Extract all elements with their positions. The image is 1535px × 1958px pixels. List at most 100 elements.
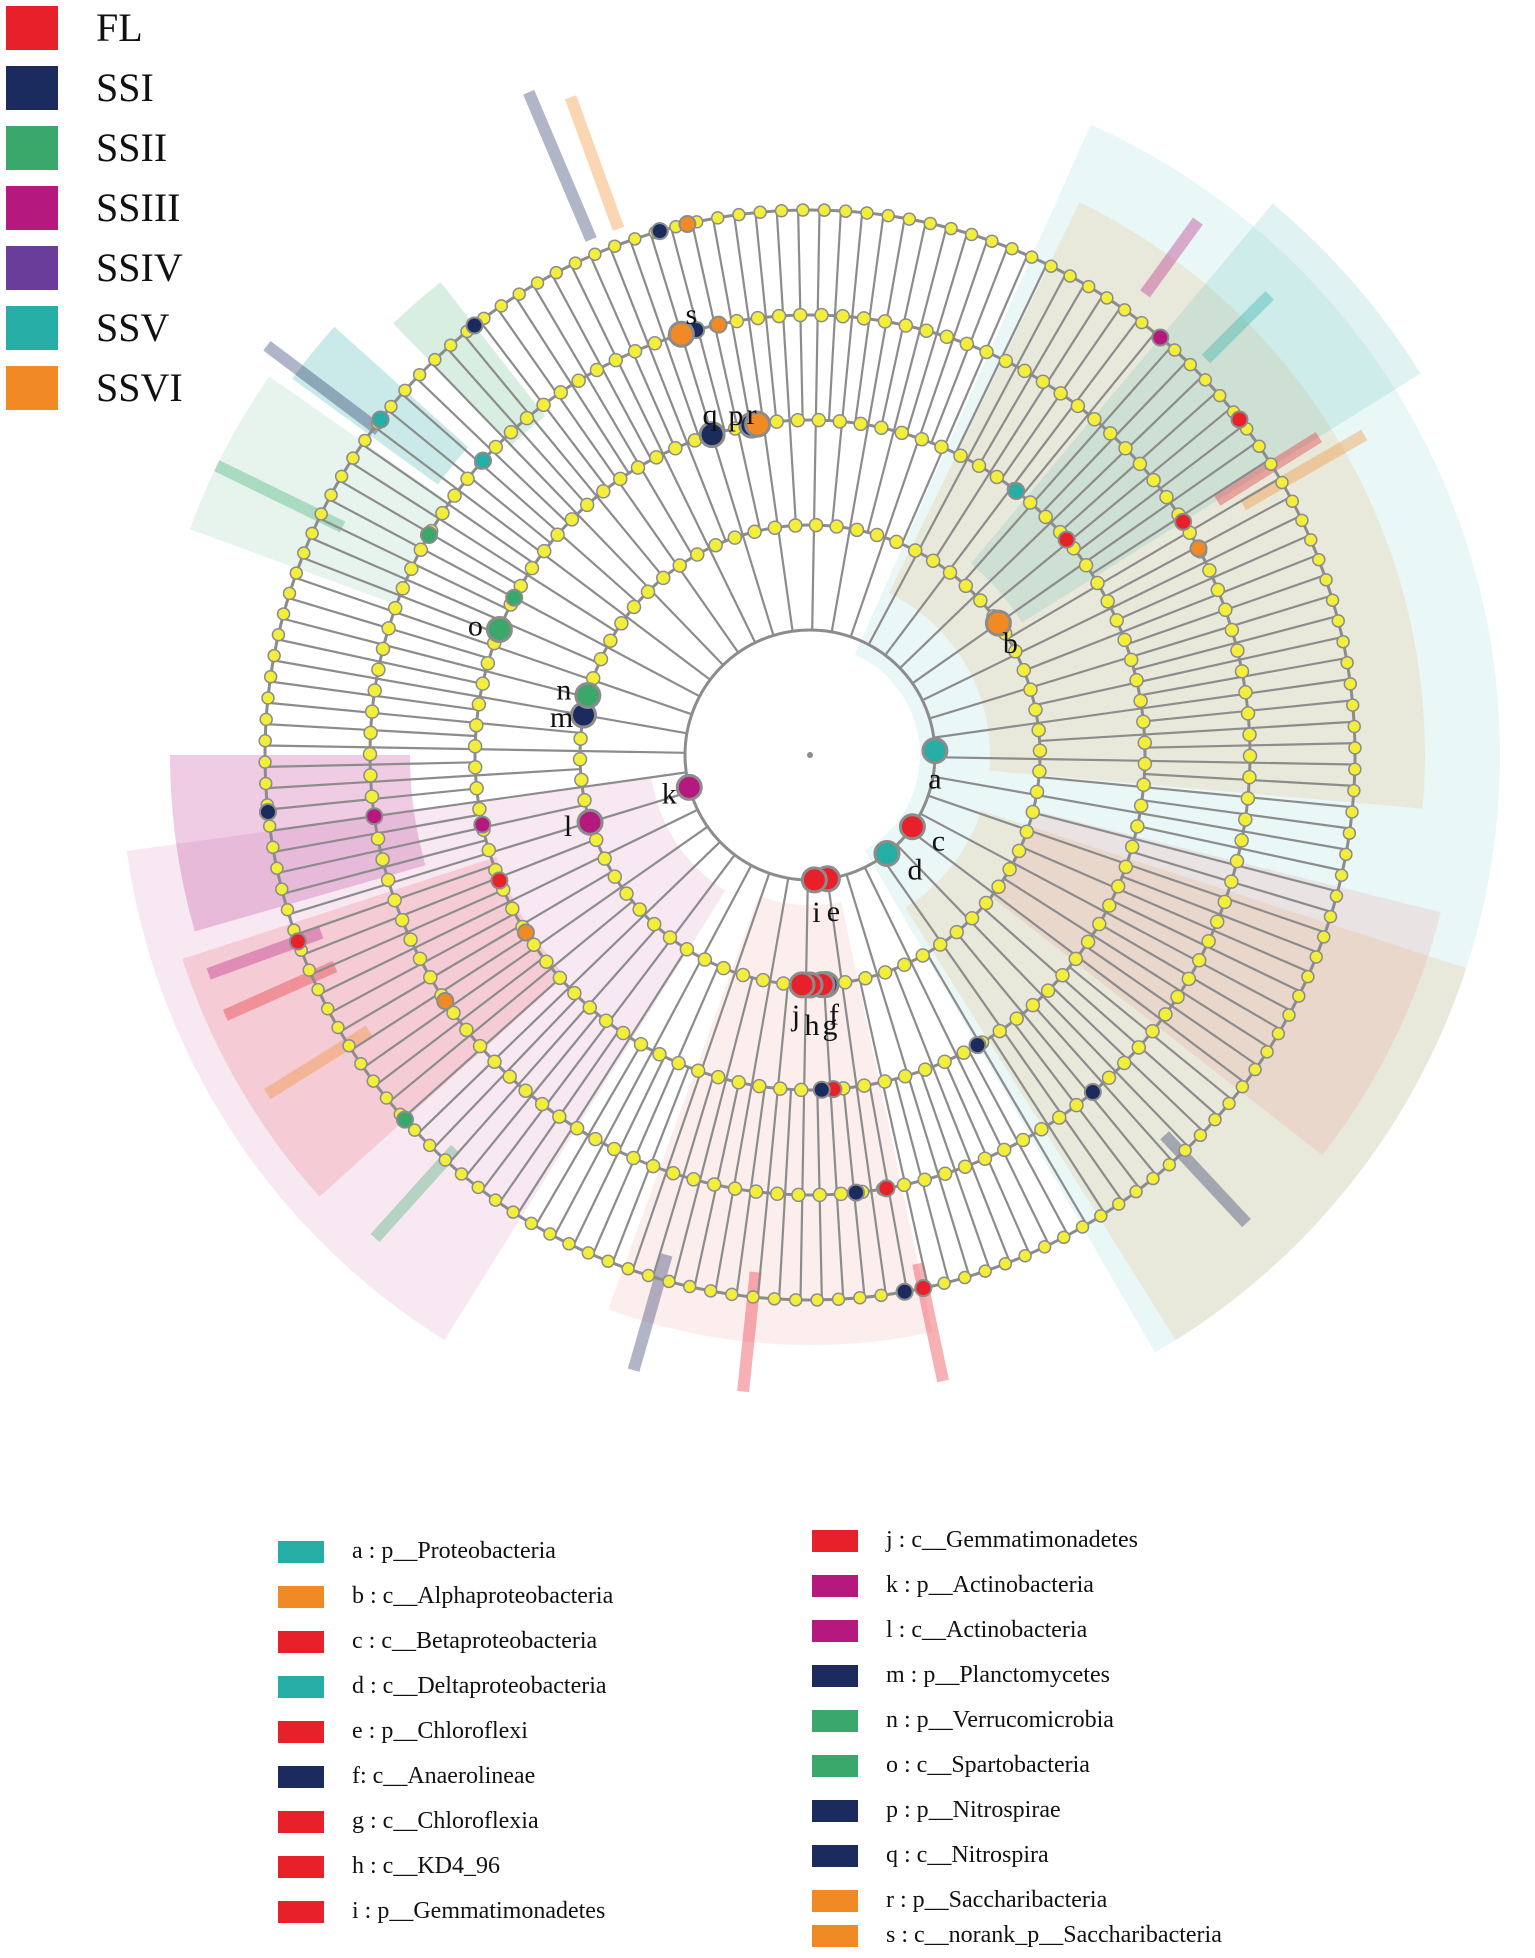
tree-node	[731, 1075, 746, 1090]
tree-node	[1146, 1171, 1160, 1186]
clade-legend-label: f: c__Anaerolineae	[352, 1763, 536, 1789]
clade-swatch	[278, 1675, 324, 1698]
tree-node	[1118, 859, 1134, 875]
tree-node	[1130, 819, 1145, 834]
clade-letter-e: e	[827, 895, 840, 928]
tree-node	[1123, 652, 1139, 668]
tree-node	[505, 901, 520, 916]
branch-spoke	[265, 761, 476, 768]
tree-node	[1271, 1026, 1286, 1041]
tree-node	[280, 903, 295, 917]
tree-node	[1110, 879, 1126, 894]
group-legend-item-fl: FL	[6, 6, 143, 50]
biomarker-node	[365, 807, 384, 826]
clade-legend-item: f: c__Anaerolineae	[278, 1763, 535, 1790]
tree-node	[571, 373, 586, 389]
branch-spoke	[310, 888, 504, 976]
tree-node	[395, 581, 411, 596]
clade-legend-label: s : c__norank_p__Saccharibacteria	[886, 1922, 1222, 1948]
branch-spoke	[690, 222, 762, 531]
tree-node	[1087, 412, 1102, 427]
branch-spoke	[1021, 332, 1156, 497]
tree-node	[1339, 847, 1353, 862]
tree-node	[467, 738, 483, 754]
tree-node	[849, 522, 865, 538]
tree-node	[1198, 373, 1213, 387]
tree-node	[363, 768, 378, 783]
tree-node	[889, 534, 904, 550]
tree-node	[971, 458, 987, 474]
tree-node	[1348, 762, 1362, 777]
branch-spoke	[388, 900, 634, 1103]
tree-node	[832, 414, 848, 429]
tree-node	[689, 547, 705, 562]
tree-node	[422, 1138, 437, 1153]
clade-swatch	[812, 1619, 858, 1642]
tree-node	[1292, 989, 1306, 1003]
tree-node	[1282, 1008, 1296, 1022]
group-legend-item-ssv: SSV	[6, 306, 169, 350]
tree-node	[1202, 563, 1217, 578]
tree-node	[1101, 1070, 1117, 1086]
tree-node	[574, 772, 589, 788]
group-legend-item-ssi: SSI	[6, 66, 154, 110]
group-swatch-ssvi	[6, 366, 58, 410]
tree-node	[1170, 989, 1185, 1005]
tree-node	[1081, 279, 1096, 294]
tree-node	[917, 1172, 932, 1188]
branch-spoke	[893, 968, 1011, 1263]
branch-spoke	[1121, 875, 1319, 954]
tree-node	[727, 530, 743, 545]
biomarker-node	[895, 1282, 914, 1301]
tree-node	[831, 1292, 846, 1307]
tree-node	[853, 416, 868, 432]
biomarker-node	[1174, 512, 1193, 531]
branch-spoke	[401, 393, 639, 604]
tree-node	[467, 760, 483, 775]
branch-spoke	[961, 346, 1172, 584]
tree-node	[276, 607, 291, 621]
tree-node	[1029, 784, 1045, 800]
tree-node	[957, 1159, 973, 1174]
tree-node	[364, 704, 380, 719]
tree-node	[568, 256, 583, 270]
tree-node	[647, 336, 663, 351]
tree-node	[530, 276, 545, 290]
tree-node	[729, 313, 745, 329]
branch-spoke	[1137, 825, 1343, 872]
tree-node	[771, 308, 787, 324]
biomarker-node	[1230, 410, 1249, 429]
tree-node	[412, 367, 427, 382]
clade-letter-p: p	[728, 399, 743, 432]
branch-spoke	[933, 678, 1350, 739]
biomarker-node	[465, 316, 484, 335]
tree-node	[472, 801, 487, 817]
tree-node	[814, 307, 829, 323]
branch-spoke	[629, 240, 701, 440]
outer-abundance-bar	[1201, 291, 1274, 364]
clade-node-a	[921, 737, 949, 765]
tree-node	[375, 852, 390, 867]
clade-swatch	[812, 1574, 858, 1597]
clade-legend-label: g : c__Chloroflexia	[352, 1808, 539, 1834]
branch-spoke	[516, 948, 688, 1216]
tree-node	[992, 1023, 1007, 1039]
tree-node	[769, 414, 784, 429]
tree-node	[275, 882, 289, 896]
branch-spoke	[417, 841, 721, 1135]
tree-node	[708, 537, 723, 553]
clade-sector	[970, 203, 1421, 623]
tree-node	[626, 1150, 641, 1166]
tree-node	[596, 484, 611, 499]
clade-sector	[292, 326, 469, 485]
tree-node	[998, 1257, 1013, 1271]
tree-node	[261, 691, 275, 705]
tree-node	[1090, 575, 1105, 591]
branch-spoke	[462, 333, 665, 579]
biomarker-node	[1189, 539, 1208, 558]
group-label-fl: FL	[96, 5, 143, 50]
tree-node	[524, 560, 540, 576]
branch-spoke	[375, 956, 545, 1086]
clade-legend-item: h : c__KD4_96	[278, 1853, 500, 1880]
